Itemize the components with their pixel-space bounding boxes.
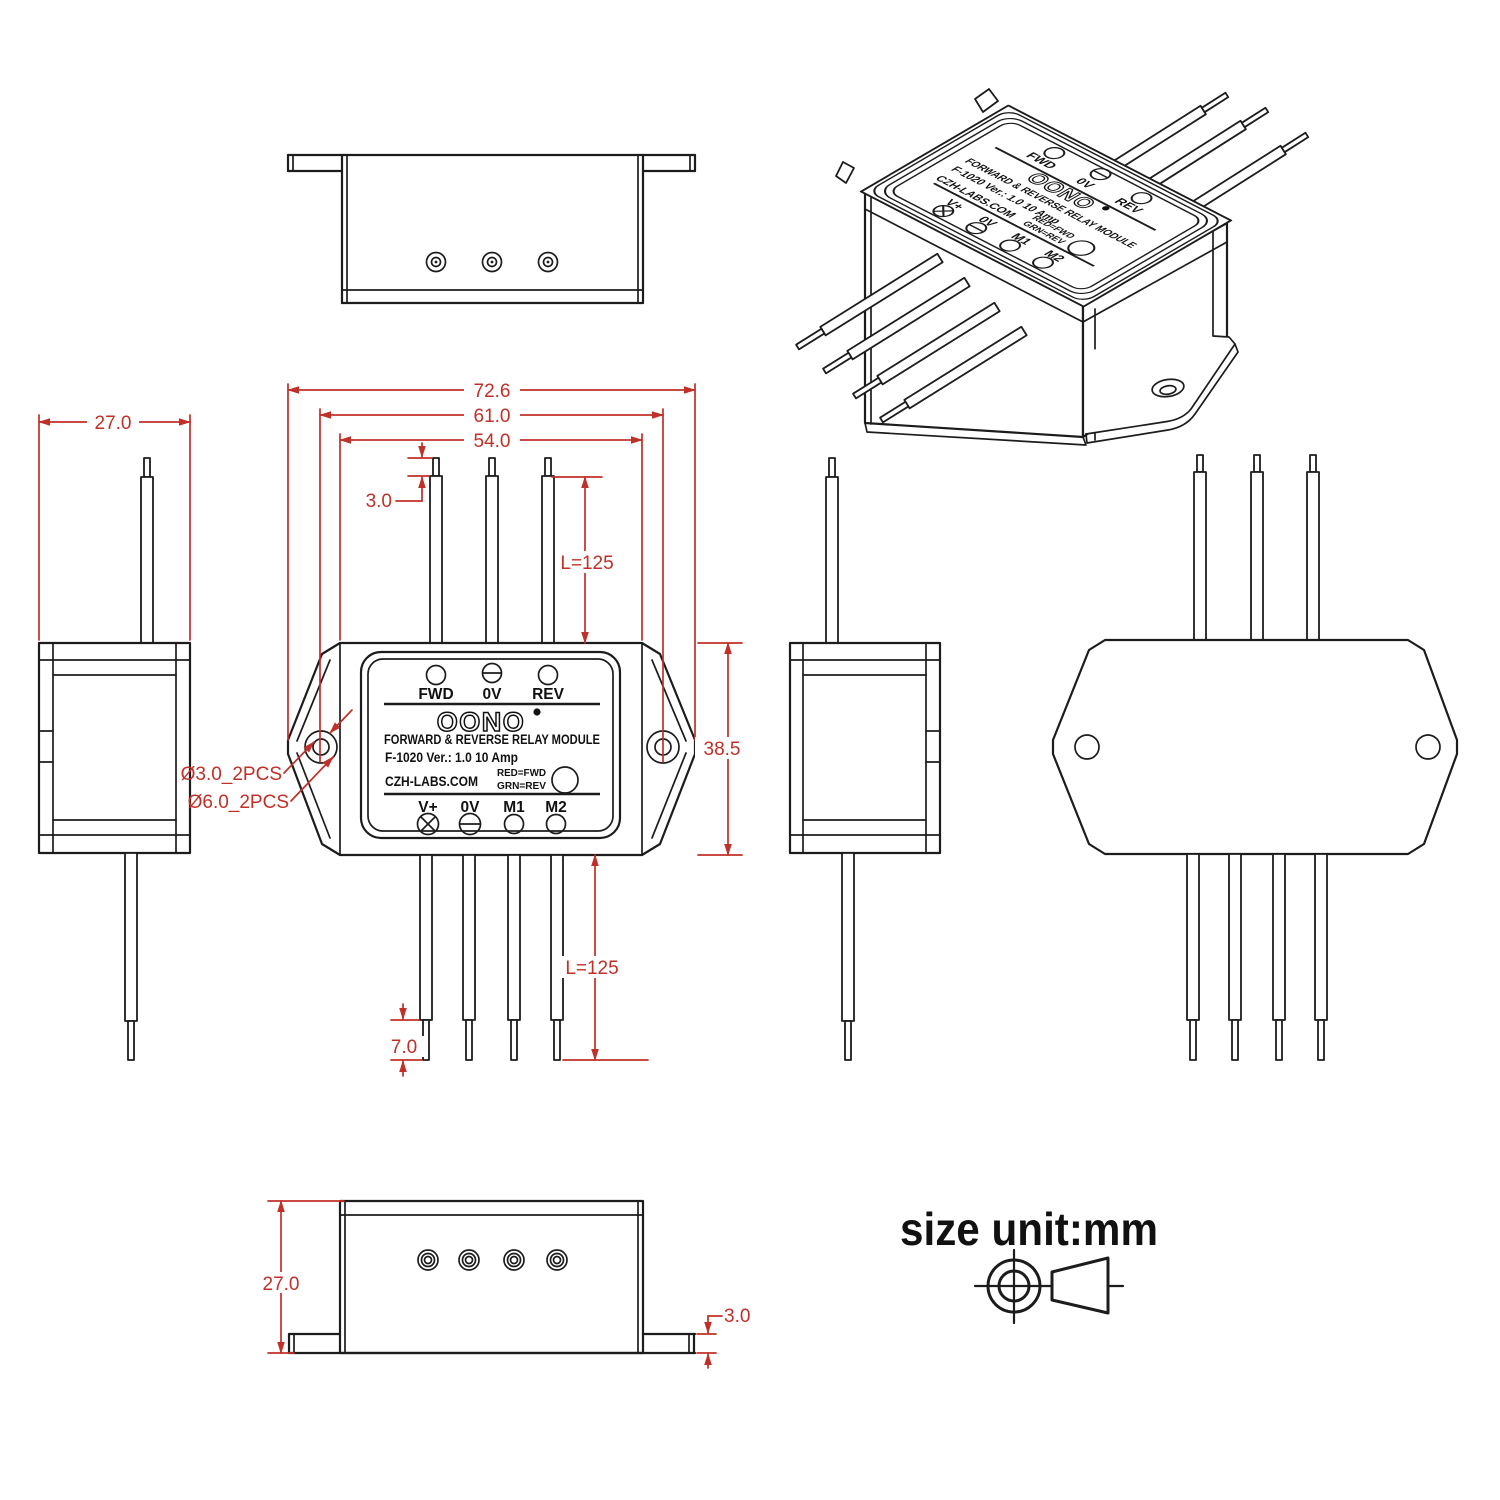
website: CZH-LABS.COM [385,774,478,789]
back-mounting-hole-right [1415,734,1441,760]
bottom-view [287,1199,697,1355]
back-top-wires [1193,454,1320,641]
iso-left-ear-tip [835,161,855,184]
front-view: FWD 0V REV OONO FORWARD & REVERSE RELAY … [286,457,697,1061]
iso-mounting-ear [1085,335,1239,444]
product-title: FORWARD & REVERSE RELAY MODULE [384,732,600,747]
dim-hole-spacing: 61.0 [474,406,511,427]
unit-note-text: size unit:mm [900,1203,1158,1255]
dim-small-hole: Ø3.0_2PCS [181,764,282,785]
back-mounting-hole-left [1074,734,1100,760]
top-view-wire-holes [425,251,559,273]
dim-top-tip: 3.0 [366,491,392,512]
unit-note: size unit:mm [900,1203,1158,1325]
dim-large-hole: Ø6.0_2PCS [188,792,289,813]
third-angle-projection-icon [973,1248,1125,1325]
terminal-rev: REV [532,686,565,703]
iso-top-ear-tip [974,88,999,113]
dim-flange-thickness: 3.0 [724,1306,750,1327]
dim-overall-width: 72.6 [474,381,511,402]
dim-side-width: 27.0 [95,413,132,434]
dim-top-lead: L=125 [560,553,613,574]
iso-registered-mark-dot [1102,206,1110,211]
registered-mark-dot [533,708,541,716]
front-body-outline [286,641,697,857]
back-view [1051,454,1459,1061]
dim-body-width: 54.0 [474,431,511,452]
iso-ear-hole [1151,378,1185,398]
bottom-view-wire-holes [417,1249,568,1271]
terminal-0v-bottom: 0V [461,799,481,816]
iso-top-face: FWD 0V REV OONO FORWARD & REVERSE RELAY … [859,104,1233,308]
back-plate-outline [1051,638,1459,856]
dim-bottom-view-height: 27.0 [263,1274,300,1295]
brand-logo: OONO [437,707,526,737]
product-model: F-1020 Ver.: 1.0 10 Amp [385,750,518,765]
iso-front-wires [795,252,1028,424]
dim-bottom-tip: 7.0 [391,1037,417,1058]
dimension-annotations: 27.0 72.6 61.0 54.0 3.0 L=125 38 [38,379,751,1369]
front-bottom-wires [419,854,564,1061]
dim-body-height: 38.5 [704,739,741,760]
iso-label-plate [883,118,1209,294]
terminal-vplus: V+ [418,799,437,816]
terminal-m1: M1 [503,799,525,816]
led-note-1: RED=FWD [497,767,546,779]
top-view [286,153,697,305]
terminal-fwd: FWD [418,686,453,703]
front-label-plate: FWD 0V REV OONO FORWARD & REVERSE RELAY … [359,650,622,840]
led-indicator [551,766,579,794]
dim-bottom-lead: L=125 [565,958,618,979]
front-top-wires [429,457,555,644]
terminal-m2: M2 [545,799,567,816]
led-note-2: GRN=REV [497,780,546,792]
left-side-view [37,457,192,1061]
terminal-0v-top: 0V [483,686,503,703]
isometric-view: FWD 0V REV OONO FORWARD & REVERSE RELAY … [795,88,1310,446]
back-bottom-wires [1186,853,1328,1061]
right-side-view [788,457,942,1061]
iso-led-indicator [1067,240,1096,256]
